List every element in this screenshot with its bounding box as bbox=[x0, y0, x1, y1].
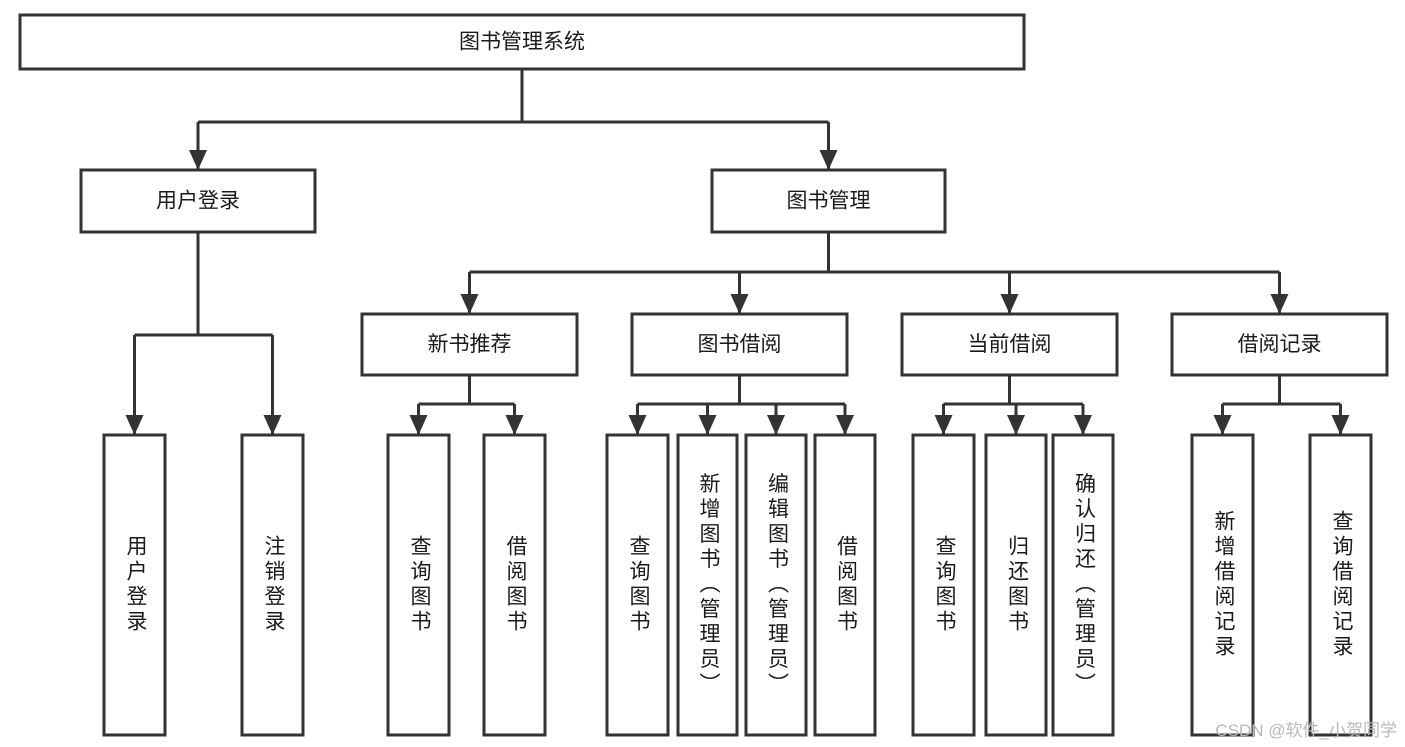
node-box-leaf-newbook-borrow bbox=[482, 433, 547, 737]
node-box-root bbox=[18, 13, 1026, 71]
arrow-head-icon-leaf-newbook-query bbox=[409, 415, 428, 435]
node-label-leaf-records-add: 新增借阅记录 bbox=[1212, 510, 1236, 660]
arrow-head-icon-borrow bbox=[730, 294, 749, 314]
node-box-leaf-user-logout bbox=[240, 433, 305, 737]
arrow-head-icon-leaf-user-login bbox=[125, 415, 144, 435]
arrow-head-icon-login bbox=[189, 150, 207, 170]
arrow-head-icon-leaf-borrow-edit bbox=[767, 415, 785, 435]
node-current[interactable]: 当前借阅 bbox=[900, 312, 1119, 377]
node-label-newbook: 新书推荐 bbox=[428, 333, 512, 356]
watermark-text: CSDN @软件_小贺同学 bbox=[1215, 721, 1397, 740]
node-label-leaf-borrow-add: 新增图书（管理员） bbox=[697, 473, 721, 698]
node-label-borrow: 图书借阅 bbox=[698, 333, 782, 356]
arrow-head-icon-leaf-borrow-add bbox=[698, 415, 717, 435]
node-leaf-borrow-add[interactable]: 新增图书（管理员） bbox=[676, 433, 739, 737]
node-label-leaf-newbook-query: 查询图书 bbox=[408, 535, 432, 635]
arrow-head-icon-leaf-records-query bbox=[1331, 415, 1350, 435]
node-box-leaf-current-confirm bbox=[1051, 433, 1115, 737]
arrow-head-icon-newbook bbox=[460, 294, 479, 314]
node-label-leaf-current-query: 查询图书 bbox=[933, 535, 957, 635]
node-leaf-user-login[interactable]: 用户登录 bbox=[102, 433, 167, 737]
arrow-head-icon-bookmgmt bbox=[819, 150, 838, 170]
node-box-leaf-current-return bbox=[984, 433, 1048, 737]
node-login[interactable]: 用户登录 bbox=[79, 168, 317, 234]
connector-layer bbox=[125, 69, 1350, 435]
node-borrow[interactable]: 图书借阅 bbox=[630, 312, 849, 377]
node-box-leaf-newbook-query bbox=[386, 433, 451, 737]
node-box-leaf-borrow-lend bbox=[813, 433, 877, 737]
node-box-leaf-records-query bbox=[1308, 433, 1373, 737]
node-box-leaf-records-add bbox=[1190, 433, 1255, 737]
arrow-head-icon-leaf-records-add bbox=[1213, 415, 1232, 435]
node-leaf-current-return[interactable]: 归还图书 bbox=[984, 433, 1048, 737]
node-newbook[interactable]: 新书推荐 bbox=[360, 312, 579, 377]
node-label-leaf-current-return: 归还图书 bbox=[1005, 535, 1029, 635]
node-label-leaf-user-login: 用户登录 bbox=[124, 535, 148, 635]
node-records[interactable]: 借阅记录 bbox=[1170, 312, 1389, 377]
node-leaf-records-add[interactable]: 新增借阅记录 bbox=[1190, 433, 1255, 737]
arrow-head-icon-records bbox=[1270, 294, 1289, 314]
node-box-bookmgmt bbox=[710, 168, 947, 234]
node-box-login bbox=[79, 168, 317, 234]
arrow-head-icon-leaf-current-query bbox=[934, 415, 953, 435]
node-label-leaf-newbook-borrow: 借阅图书 bbox=[504, 535, 528, 635]
node-label-leaf-current-confirm: 确认归还（管理员） bbox=[1072, 473, 1096, 698]
node-box-leaf-borrow-add bbox=[676, 433, 739, 737]
node-label-current: 当前借阅 bbox=[968, 333, 1052, 356]
node-leaf-records-query[interactable]: 查询借阅记录 bbox=[1308, 433, 1373, 737]
node-leaf-user-logout[interactable]: 注销登录 bbox=[240, 433, 305, 737]
node-label-leaf-borrow-query: 查询图书 bbox=[627, 535, 651, 635]
node-bookmgmt[interactable]: 图书管理 bbox=[710, 168, 947, 234]
node-box-newbook bbox=[360, 312, 579, 377]
node-label-bookmgmt: 图书管理 bbox=[787, 190, 871, 213]
node-leaf-newbook-query[interactable]: 查询图书 bbox=[386, 433, 451, 737]
node-layer: 图书管理系统用户登录图书管理新书推荐图书借阅当前借阅借阅记录用户登录注销登录查询… bbox=[18, 13, 1389, 737]
arrow-head-icon-leaf-user-logout bbox=[263, 415, 282, 435]
node-box-leaf-user-login bbox=[102, 433, 167, 737]
node-root[interactable]: 图书管理系统 bbox=[18, 13, 1026, 71]
node-box-records bbox=[1170, 312, 1389, 377]
arrow-head-icon-leaf-newbook-borrow bbox=[505, 415, 524, 435]
arrow-head-icon-leaf-borrow-query bbox=[628, 415, 647, 435]
node-label-leaf-borrow-edit: 编辑图书（管理员） bbox=[765, 473, 789, 698]
arrow-head-icon-leaf-current-return bbox=[1007, 415, 1025, 435]
node-box-leaf-borrow-edit bbox=[744, 433, 808, 737]
node-leaf-current-confirm[interactable]: 确认归还（管理员） bbox=[1051, 433, 1115, 737]
node-label-login: 用户登录 bbox=[156, 190, 240, 213]
node-box-current bbox=[900, 312, 1119, 377]
node-label-leaf-borrow-lend: 借阅图书 bbox=[834, 535, 858, 635]
node-leaf-current-query[interactable]: 查询图书 bbox=[911, 433, 976, 737]
arrow-head-icon-leaf-current-confirm bbox=[1074, 415, 1092, 435]
node-leaf-borrow-lend[interactable]: 借阅图书 bbox=[813, 433, 877, 737]
node-label-leaf-records-query: 查询借阅记录 bbox=[1330, 510, 1354, 660]
arrow-head-icon-leaf-borrow-lend bbox=[836, 415, 854, 435]
node-box-leaf-current-query bbox=[911, 433, 976, 737]
node-label-leaf-user-logout: 注销登录 bbox=[262, 535, 286, 635]
node-leaf-borrow-query[interactable]: 查询图书 bbox=[605, 433, 670, 737]
node-box-leaf-borrow-query bbox=[605, 433, 670, 737]
node-leaf-borrow-edit[interactable]: 编辑图书（管理员） bbox=[744, 433, 808, 737]
node-label-root: 图书管理系统 bbox=[459, 31, 585, 54]
node-box-borrow bbox=[630, 312, 849, 377]
node-label-records: 借阅记录 bbox=[1238, 333, 1322, 356]
arrow-head-icon-current bbox=[1000, 294, 1019, 314]
node-leaf-newbook-borrow[interactable]: 借阅图书 bbox=[482, 433, 547, 737]
